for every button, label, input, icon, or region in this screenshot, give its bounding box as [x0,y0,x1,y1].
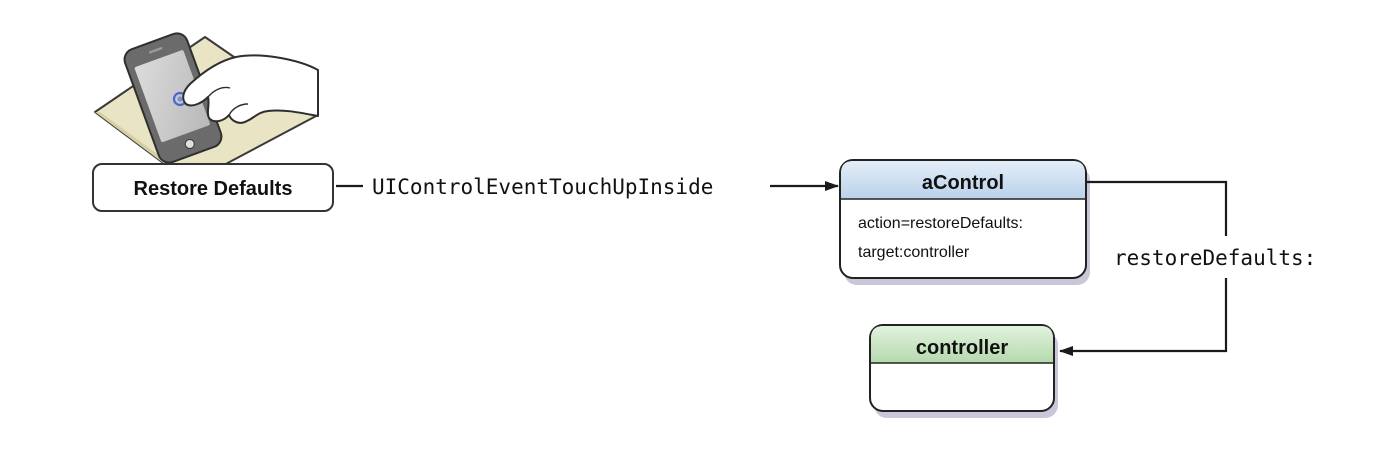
acontrol-title: aControl [922,172,1004,194]
message-connector-top [1087,180,1228,236]
acontrol-box: aControl action=restoreDefaults: target:… [839,159,1090,285]
hand-touching-phone-icon [94,32,319,184]
controller-box: controller [869,324,1058,418]
restore-defaults-label: Restore Defaults [134,178,293,200]
message-label: restoreDefaults: [1114,246,1316,270]
restore-defaults-button[interactable]: Restore Defaults [92,163,334,212]
message-arrow [1059,278,1228,356]
event-label: UIControlEventTouchUpInside [372,175,713,199]
controller-title: controller [916,337,1008,359]
acontrol-target-text: target:controller [858,244,970,261]
acontrol-action-text: action=restoreDefaults: [858,215,1023,232]
